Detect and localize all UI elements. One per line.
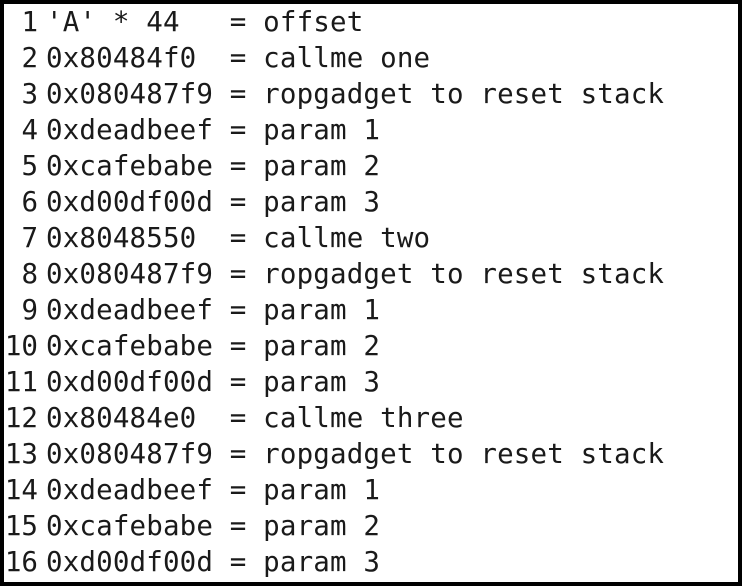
editor-line[interactable]: 6 0xd00df00d = param 3: [0, 184, 742, 220]
line-text[interactable]: 0xcafebabe = param 2: [46, 150, 381, 182]
line-text[interactable]: 0xdeadbeef = param 1: [46, 474, 381, 506]
line-text[interactable]: 'A' * 44 = offset: [46, 6, 364, 38]
line-number: 14: [4, 474, 38, 506]
line-text[interactable]: 0x080487f9 = ropgadget to reset stack: [46, 258, 665, 290]
line-number: 2: [21, 42, 38, 74]
editor-line[interactable]: 2 0x80484f0 = callme one: [0, 40, 742, 76]
frame-border-right: [738, 0, 742, 586]
line-number: 11: [4, 366, 38, 398]
editor-line[interactable]: 12 0x80484e0 = callme three: [0, 400, 742, 436]
editor-line[interactable]: 11 0xd00df00d = param 3: [0, 364, 742, 400]
line-text[interactable]: 0x8048550 = callme two: [46, 222, 431, 254]
line-number: 8: [21, 258, 38, 290]
line-text[interactable]: 0x80484e0 = callme three: [46, 402, 464, 434]
line-number: 15: [4, 510, 38, 542]
editor-lines: 1 'A' * 44 = offset 2 0x80484f0 = callme…: [0, 4, 742, 580]
line-text[interactable]: 0xdeadbeef = param 1: [46, 114, 381, 146]
line-text[interactable]: 0xdeadbeef = param 1: [46, 294, 381, 326]
editor-line[interactable]: 4 0xdeadbeef = param 1: [0, 112, 742, 148]
frame-border-top: [0, 0, 742, 4]
line-text[interactable]: 0xd00df00d = param 3: [46, 546, 381, 578]
editor-line[interactable]: 1 'A' * 44 = offset: [0, 4, 742, 40]
line-number: 3: [21, 78, 38, 110]
line-text[interactable]: 0xcafebabe = param 2: [46, 510, 381, 542]
line-text[interactable]: 0x080487f9 = ropgadget to reset stack: [46, 438, 665, 470]
frame-border-bottom: [0, 582, 742, 586]
line-text[interactable]: 0xcafebabe = param 2: [46, 330, 381, 362]
editor-line[interactable]: 8 0x080487f9 = ropgadget to reset stack: [0, 256, 742, 292]
line-number: 13: [4, 438, 38, 470]
line-number: 10: [4, 330, 38, 362]
editor-line[interactable]: 5 0xcafebabe = param 2: [0, 148, 742, 184]
editor-line[interactable]: 10 0xcafebabe = param 2: [0, 328, 742, 364]
editor-line[interactable]: 3 0x080487f9 = ropgadget to reset stack: [0, 76, 742, 112]
line-number: 7: [21, 222, 38, 254]
line-text[interactable]: 0xd00df00d = param 3: [46, 366, 381, 398]
editor-line[interactable]: 13 0x080487f9 = ropgadget to reset stack: [0, 436, 742, 472]
editor-line[interactable]: 14 0xdeadbeef = param 1: [0, 472, 742, 508]
editor-line[interactable]: 15 0xcafebabe = param 2: [0, 508, 742, 544]
line-text[interactable]: 0x80484f0 = callme one: [46, 42, 431, 74]
line-number: 6: [21, 186, 38, 218]
line-number: 16: [4, 546, 38, 578]
editor-line[interactable]: 7 0x8048550 = callme two: [0, 220, 742, 256]
line-text[interactable]: 0xd00df00d = param 3: [46, 186, 381, 218]
line-number: 1: [21, 6, 38, 38]
line-number: 5: [21, 150, 38, 182]
line-number: 9: [21, 294, 38, 326]
editor-line[interactable]: 16 0xd00df00d = param 3: [0, 544, 742, 580]
line-text[interactable]: 0x080487f9 = ropgadget to reset stack: [46, 78, 665, 110]
frame-border-left: [0, 0, 4, 586]
line-number: 12: [4, 402, 38, 434]
editor-line[interactable]: 9 0xdeadbeef = param 1: [0, 292, 742, 328]
line-number: 4: [21, 114, 38, 146]
